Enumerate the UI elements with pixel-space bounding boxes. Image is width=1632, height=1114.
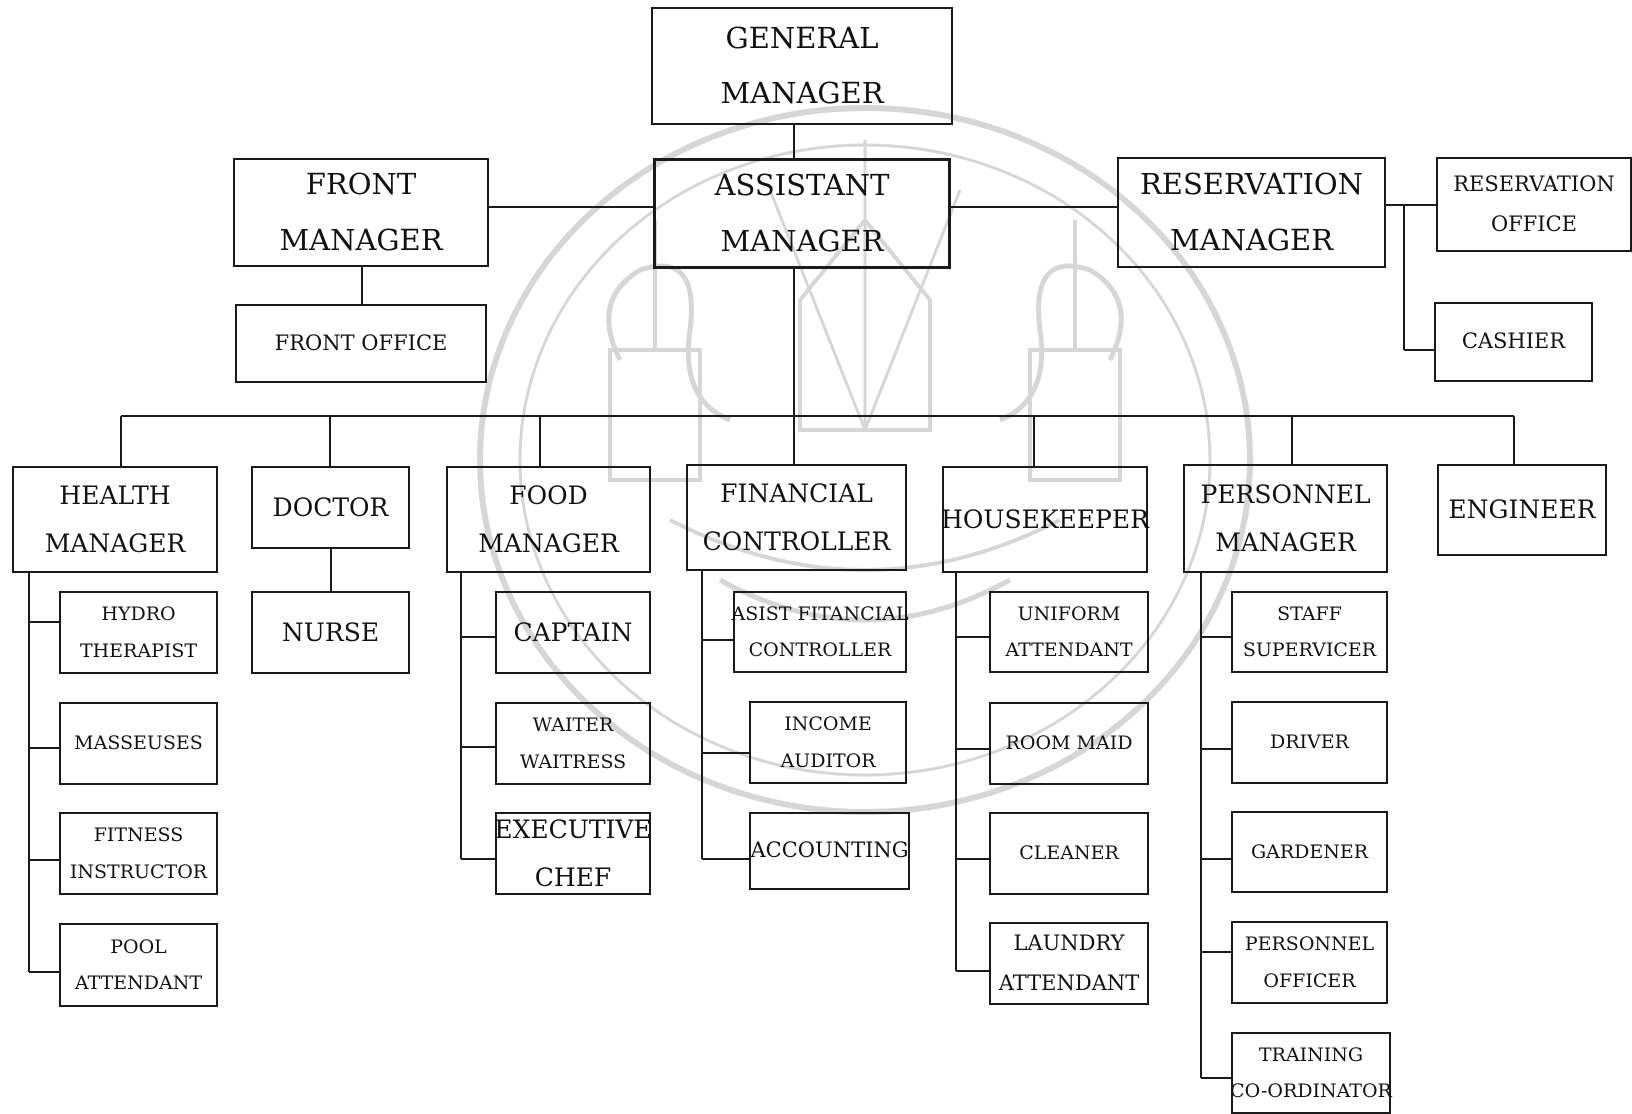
doctor-box: DOCTOR: [251, 466, 410, 549]
engineer-box: ENGINEER: [1437, 464, 1607, 556]
driver-box: DRIVER: [1231, 701, 1388, 784]
front-office-box: FRONT OFFICE: [235, 304, 487, 383]
gardener-box: GARDENER: [1231, 811, 1388, 893]
accounting-box: ACCOUNTING: [749, 812, 910, 890]
nurse-box: NURSE: [251, 591, 410, 674]
cashier-box: CASHIER: [1434, 302, 1593, 382]
housekeeper-box: HOUSEKEEPER: [941, 466, 1149, 573]
cleaner-box: CLEANER: [989, 812, 1149, 895]
captain-box: CAPTAIN: [495, 591, 651, 674]
masseuses-box: MASSEUSES: [59, 702, 218, 785]
room-maid-box: ROOM MAID: [989, 702, 1149, 785]
